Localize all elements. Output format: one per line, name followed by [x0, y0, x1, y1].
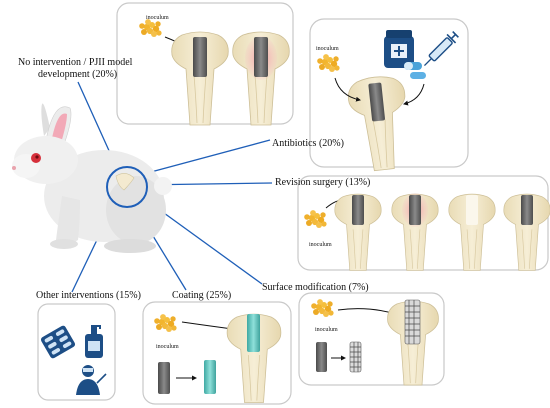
panel-other-interventions [37, 303, 116, 401]
panel-coating: inoculum [142, 301, 292, 405]
label-antibiotics: Antibiotics (20%) [272, 138, 344, 149]
capsule-icon [404, 62, 426, 79]
label-no-intervention-line2: development (20%) [38, 69, 118, 80]
label-revision-surgery: Revision surgery (13%) [275, 177, 371, 188]
label-coating: Coating (25%) [172, 290, 232, 301]
surgeon-icon [76, 365, 107, 395]
label-no-intervention-line1: No intervention / PJII model [18, 57, 133, 68]
panel-antibiotics: inoculum [309, 18, 469, 173]
syringe-icon [423, 31, 459, 67]
blister-pack-icon [40, 325, 76, 359]
panel-surface-modification: inoculum [298, 292, 445, 386]
inoculum-label-2: inoculum [316, 46, 339, 52]
inoculum-label-3: inoculum [309, 242, 332, 248]
rabbit-illustration [12, 103, 172, 253]
inoculum-label-1: inoculum [146, 15, 169, 21]
inoculum-label-5: inoculum [156, 344, 179, 350]
label-other-interventions: Other interventions (15%) [36, 290, 141, 301]
pump-bottle-icon [85, 325, 103, 358]
label-surface-modification: Surface modification (7%) [262, 282, 369, 293]
inoculum-label-6: inoculum [315, 327, 338, 333]
panel-revision-surgery: inoculum [297, 175, 550, 271]
connector-antibiotics [135, 139, 271, 177]
knee-highlight-circle [106, 166, 148, 208]
panel-no-intervention: inoculum [116, 2, 294, 126]
